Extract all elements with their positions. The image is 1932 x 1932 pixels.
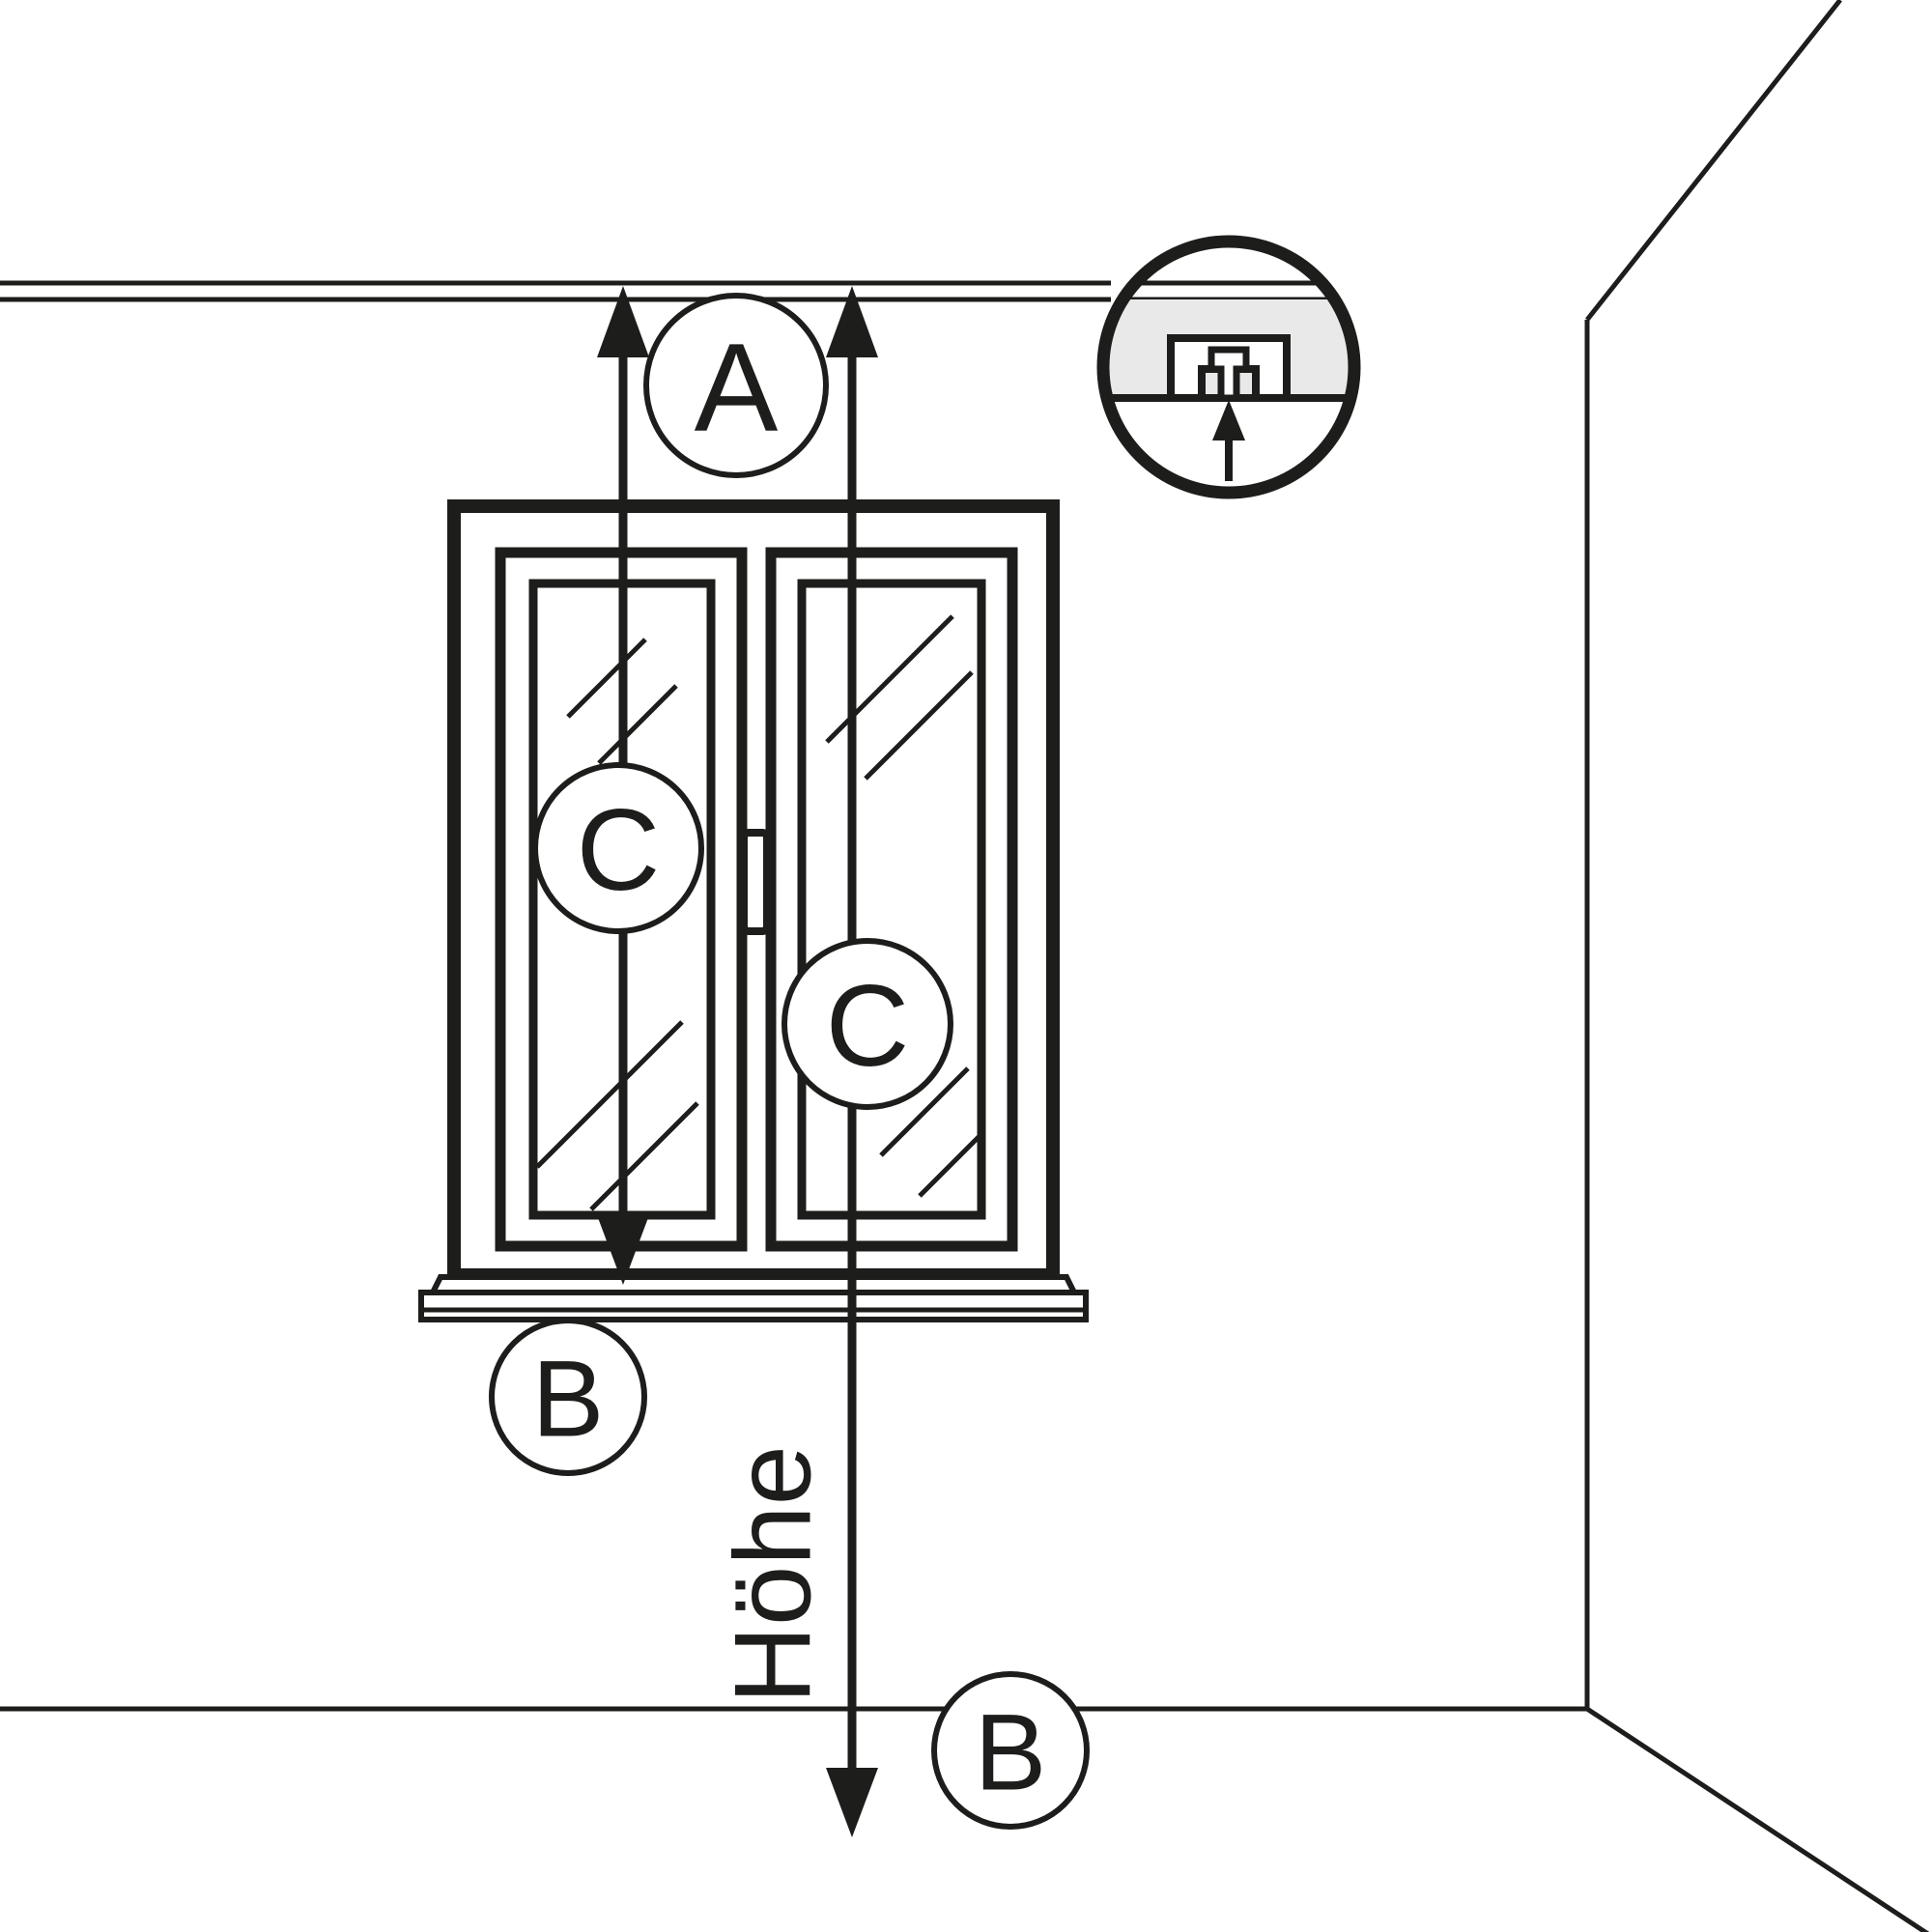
height-axis-label: Höhe [712, 1445, 833, 1704]
window [447, 499, 1060, 1282]
label-a-badge: A [643, 293, 829, 478]
inset-circle-border [1096, 235, 1361, 499]
label-c-right-text: C [826, 961, 910, 1091]
label-c-right-circle [781, 938, 953, 1110]
glass-reflection-line [879, 1066, 970, 1157]
glass-reflection-line [597, 684, 678, 765]
label-c-left-circle [532, 762, 704, 934]
arrowhead-up-icon [826, 286, 878, 357]
label-b-floor-circle [931, 1671, 1090, 1830]
window-sill [418, 1274, 1089, 1322]
label-b-floor-text: B [975, 1691, 1047, 1812]
label-a-text: A [695, 317, 779, 458]
label-b-sill-badge: B [489, 1318, 647, 1476]
glass-reflection-line [589, 1101, 699, 1211]
wall-corner-bottom-diagonal [1585, 1706, 1930, 1932]
arrowhead-down-icon [826, 1768, 878, 1837]
glass-reflection-line [864, 670, 974, 781]
label-b-floor-badge: B [931, 1671, 1090, 1830]
glass-reflection-line [535, 1020, 684, 1169]
ceiling-mount-detail-inset [1096, 235, 1361, 499]
wall-corner-top-diagonal [1585, 0, 1842, 322]
arrowhead-up-icon [1212, 400, 1245, 440]
window-handle [740, 829, 771, 935]
arrowhead-up-icon [597, 286, 649, 357]
window-right-glass [797, 579, 986, 1220]
glass-reflections-left [535, 638, 699, 1211]
sill-board [418, 1290, 1089, 1322]
glass-reflection-line [566, 638, 647, 719]
mount-bracket-inner-icon [1208, 346, 1250, 402]
label-b-sill-text: B [532, 1338, 605, 1459]
label-c-right-badge: C [781, 938, 953, 1110]
arrowhead-down-icon [597, 1215, 649, 1285]
label-c-left-text: C [577, 785, 661, 915]
label-b-sill-circle [489, 1318, 647, 1476]
inset-contents [1109, 280, 1349, 481]
label-a-circle [643, 293, 829, 478]
glass-reflection-line [918, 1134, 981, 1198]
label-c-left-badge: C [532, 762, 704, 934]
